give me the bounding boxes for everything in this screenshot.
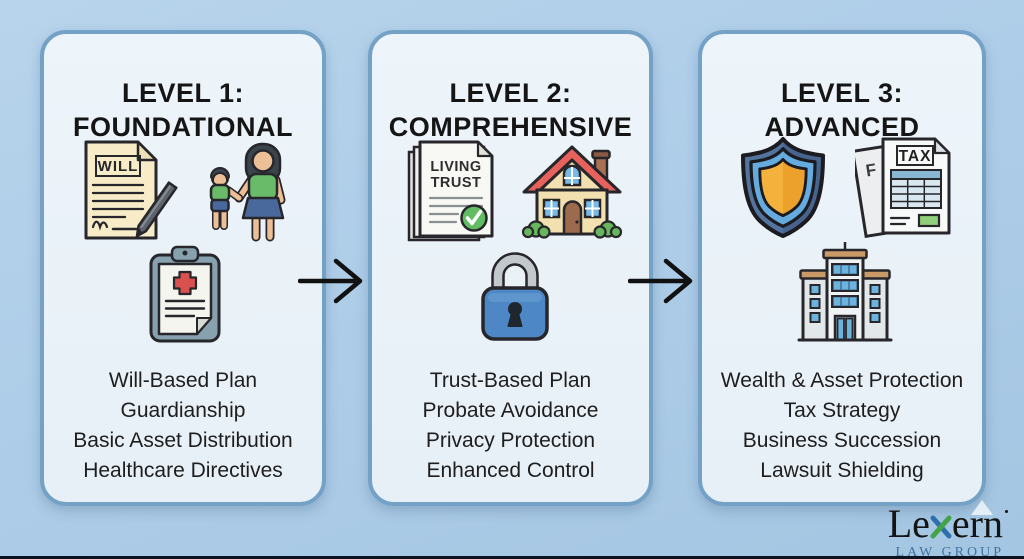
level-3-feature-list: Wealth & Asset Protection Tax Strategy B… — [702, 366, 982, 486]
logo-subtitle: LAW GROUP — [895, 545, 1004, 559]
family-guardianship-icon — [209, 142, 286, 242]
lexern-x-icon — [930, 515, 952, 539]
feature-item: Trust-Based Plan — [429, 369, 592, 392]
level-2-title-line2: COMPREHENSIVE — [388, 112, 633, 143]
feature-item: Privacy Protection — [425, 429, 596, 452]
level-3-title-line1: LEVEL 3: — [780, 78, 904, 109]
house-icon — [521, 145, 623, 239]
level-3-title-line2: ADVANCED — [764, 112, 920, 143]
lexern-logo: Le ern LAW GROUP — [838, 504, 1008, 559]
pen-icon — [135, 181, 178, 238]
feature-item: Business Succession — [742, 429, 942, 452]
feature-item: Wealth & Asset Protection — [720, 369, 964, 392]
level-2-feature-list: Trust-Based Plan Probate Avoidance Priva… — [372, 366, 649, 486]
bottom-edge-bar — [0, 556, 1024, 559]
healthcare-clipboard-icon — [149, 245, 221, 343]
level-3-title: LEVEL 3: ADVANCED — [702, 76, 982, 144]
trust-label: TRUST — [431, 175, 482, 191]
level-1-title-line1: LEVEL 1: — [121, 78, 245, 109]
lexern-logo-name: Le ern — [838, 504, 1008, 544]
bush-icon — [521, 220, 623, 239]
logo-name-prefix: Le — [887, 501, 930, 546]
feature-item: Probate Avoidance — [422, 399, 599, 422]
level-1-title-line2: FOUNDATIONAL — [73, 112, 293, 143]
feature-item: Tax Strategy — [783, 399, 901, 422]
tax-label: TAX — [899, 148, 932, 165]
feature-item: Lawsuit Shielding — [760, 459, 924, 482]
level-1-feature-list: Will-Based Plan Guardianship Basic Asset… — [44, 366, 322, 486]
will-label: WILL — [98, 158, 139, 175]
level-2-title: LEVEL 2: COMPREHENSIVE — [372, 76, 649, 144]
arrow-level1-to-level2-icon — [298, 258, 363, 304]
logo-name-suffix: ern — [951, 501, 1003, 546]
feature-item: Will-Based Plan — [108, 369, 258, 392]
shield-icon — [741, 137, 825, 238]
arrow-level2-to-level3-icon — [628, 258, 693, 304]
living-trust-document-icon: LIVING TRUST — [407, 140, 494, 242]
feature-item: Enhanced Control — [426, 459, 595, 482]
will-document-icon: WILL — [84, 140, 178, 240]
level-3-card: LEVEL 3: ADVANCED F — [698, 30, 986, 506]
trademark-dot-icon — [1005, 510, 1008, 513]
red-cross-icon — [172, 270, 198, 296]
feature-item: Healthcare Directives — [83, 459, 283, 482]
level-2-card: LEVEL 2: COMPREHENSIVE LIVING TRUST — [368, 30, 653, 506]
tax-documents-icon: F TAX — [855, 137, 951, 238]
padlock-icon — [481, 252, 549, 341]
living-label: LIVING — [430, 159, 481, 175]
level-1-card: LEVEL 1: FOUNDATIONAL WILL — [40, 30, 326, 506]
level-1-title: LEVEL 1: FOUNDATIONAL — [44, 76, 322, 144]
feature-item: Guardianship — [120, 399, 246, 422]
back-form-label: F — [864, 160, 877, 180]
level-2-title-line1: LEVEL 2: — [449, 78, 572, 109]
feature-item: Basic Asset Distribution — [73, 429, 293, 452]
office-building-icon — [797, 242, 893, 342]
triangle-ornament-icon — [971, 500, 993, 515]
